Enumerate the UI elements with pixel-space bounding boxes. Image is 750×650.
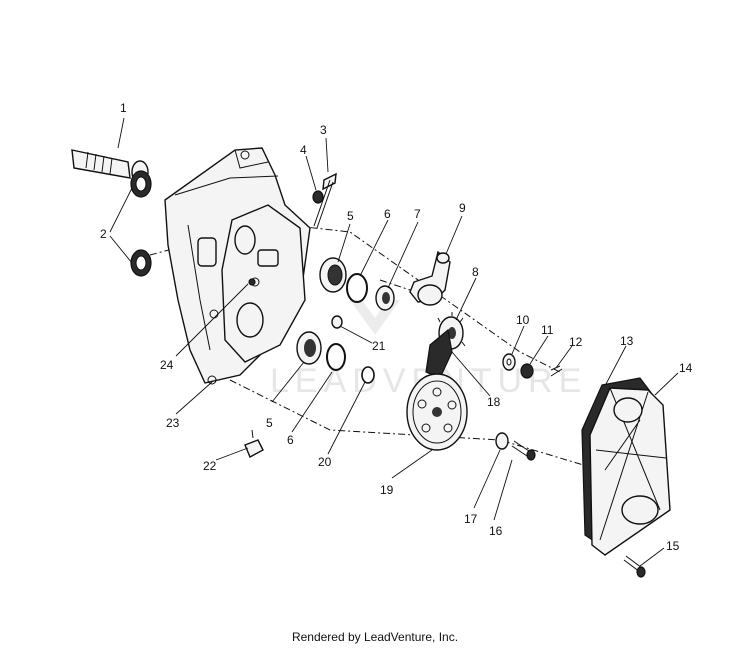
part-12-cotter-pin bbox=[550, 365, 563, 377]
callout-22: 22 bbox=[203, 459, 217, 473]
callout-5-lower: 5 bbox=[266, 416, 273, 430]
callout-10: 10 bbox=[516, 313, 530, 327]
part-15-cover-bolt bbox=[623, 555, 646, 578]
part-6-oring-lower bbox=[326, 343, 346, 371]
part-3-bolt bbox=[313, 172, 337, 229]
footer-credit: Rendered by LeadVenture, Inc. bbox=[291, 630, 459, 644]
callout-3: 3 bbox=[320, 123, 327, 137]
callout-5-upper: 5 bbox=[347, 209, 354, 223]
callout-9: 9 bbox=[459, 201, 466, 215]
part-11-nut bbox=[520, 363, 534, 379]
callout-11: 11 bbox=[541, 323, 554, 337]
callout-20: 20 bbox=[318, 455, 332, 469]
part-14-outer-cover bbox=[589, 387, 671, 556]
part-6-oring-upper bbox=[346, 273, 368, 303]
part-5-bearing-lower bbox=[296, 331, 322, 365]
callout-24: 24 bbox=[160, 358, 174, 372]
callout-23: 23 bbox=[166, 416, 180, 430]
callout-8: 8 bbox=[472, 265, 479, 279]
callout-2: 2 bbox=[100, 227, 107, 241]
part-2-seal-lower bbox=[130, 249, 152, 277]
callout-15: 15 bbox=[666, 539, 680, 553]
callout-13: 13 bbox=[620, 334, 634, 348]
part-21-nut bbox=[331, 315, 343, 329]
part-4-nut bbox=[312, 190, 324, 204]
callout-1: 1 bbox=[120, 101, 127, 115]
part-10-washer bbox=[502, 353, 516, 371]
part-7-bushing bbox=[375, 285, 395, 311]
callout-6-upper: 6 bbox=[384, 207, 391, 221]
callout-18: 18 bbox=[487, 395, 501, 409]
part-9-tensioner-arm bbox=[409, 250, 451, 306]
part-18-chain bbox=[425, 328, 453, 379]
callout-21: 21 bbox=[372, 339, 386, 353]
part-17-washer bbox=[495, 432, 509, 450]
callout-7: 7 bbox=[414, 207, 421, 221]
part-16-bolt bbox=[511, 440, 536, 461]
callout-14: 14 bbox=[679, 361, 693, 375]
part-2-seal-upper bbox=[130, 170, 152, 198]
part-21-inner-plate bbox=[221, 204, 306, 363]
part-19-large-sprocket bbox=[406, 373, 468, 451]
leader-lines bbox=[109, 117, 679, 567]
callout-16: 16 bbox=[489, 524, 503, 538]
callout-6-lower: 6 bbox=[287, 433, 294, 447]
part-5-bearing-upper bbox=[319, 257, 347, 293]
callout-12: 12 bbox=[569, 335, 583, 349]
part-24-pin bbox=[248, 278, 256, 286]
callout-labels: 1 2 3 4 5 6 7 9 8 10 11 12 13 14 24 21 2… bbox=[100, 101, 693, 553]
part-22-drain-plug bbox=[244, 429, 264, 458]
callout-4: 4 bbox=[300, 143, 307, 157]
callout-17: 17 bbox=[464, 512, 478, 526]
callout-19: 19 bbox=[380, 483, 394, 497]
part-20-washer bbox=[361, 366, 375, 384]
